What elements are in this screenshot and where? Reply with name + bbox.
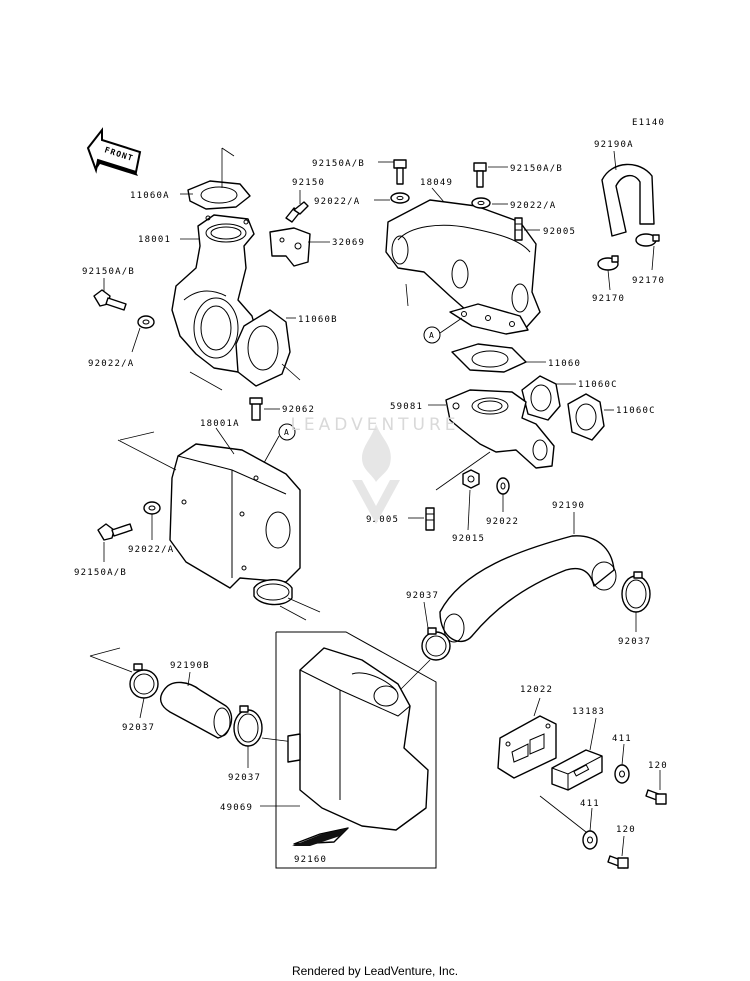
label-92160: 92160 [294, 855, 327, 865]
label-92037-c: 92037 [122, 723, 155, 733]
bolt-92150ab-mid [393, 159, 407, 185]
grate-12022 [497, 715, 557, 779]
elbow-pipe-18001 [171, 214, 259, 391]
clamp-92170-b [597, 255, 619, 271]
washer-411-a [614, 764, 630, 784]
nipple-92005-low [425, 507, 435, 531]
label-18001a: 18001A [200, 419, 240, 429]
washer-92022a-mid [390, 192, 410, 204]
gasket-11060c-b [567, 393, 605, 441]
label-120-b: 120 [616, 825, 636, 835]
block-13183 [551, 749, 603, 791]
washer-92022a-left [137, 315, 155, 329]
diagram-code: E1140 [632, 118, 665, 128]
label-11060b: 11060B [298, 315, 338, 325]
gasket-11060b [235, 309, 301, 387]
label-92037-d: 92037 [228, 773, 261, 783]
label-92037-a: 92037 [618, 637, 651, 647]
label-18001: 18001 [138, 235, 171, 245]
label-92005-top: 92005 [543, 227, 576, 237]
label-411-b: 411 [580, 799, 600, 809]
gasket-11060a [187, 147, 251, 210]
label-120-a: 120 [648, 761, 668, 771]
label-92022a-mid: 92022/A [314, 197, 360, 207]
label-59081: 59081 [390, 402, 423, 412]
label-11060c-a: 11060C [578, 380, 618, 390]
housing-59081 [435, 389, 555, 491]
label-12022: 12022 [520, 685, 553, 695]
bracket-32069 [269, 227, 311, 267]
label-92022a-left: 92022/A [88, 359, 134, 369]
clamp-92170-a [635, 233, 660, 247]
washer-411-b [582, 830, 598, 850]
label-92150ab-mid: 92150A/B [312, 159, 365, 169]
label-11060: 11060 [548, 359, 581, 369]
nipple-92005-top [514, 217, 523, 241]
label-92150: 92150 [292, 178, 325, 188]
label-11060c-b: 11060C [616, 406, 656, 416]
sticker-92160 [292, 827, 349, 846]
clamp-92037-d [233, 705, 263, 747]
manifold-18049 [385, 199, 541, 335]
ref-marker-a-lower-text: A [284, 428, 290, 437]
label-92190b: 92190B [170, 661, 210, 671]
hose-92190a [601, 163, 655, 237]
nut-92015 [462, 469, 480, 489]
hose-92190 [439, 535, 617, 643]
clamp-92037-b [421, 627, 451, 661]
label-49069: 49069 [220, 803, 253, 813]
label-92170-b: 92170 [592, 294, 625, 304]
flame-logo-icon [352, 424, 400, 524]
screw-120-b [607, 855, 629, 869]
muffler-49069 [287, 647, 429, 831]
fitting-92062 [249, 397, 263, 421]
label-92015: 92015 [452, 534, 485, 544]
watermark-text: LEADVENTURE [290, 415, 460, 435]
label-92150ab-right: 92150A/B [510, 164, 563, 174]
label-92022: 92022 [486, 517, 519, 527]
label-411-a: 411 [612, 734, 632, 744]
clamp-92037-c [129, 663, 159, 699]
ref-marker-a-lower [278, 423, 296, 441]
hose-92190b [159, 681, 233, 739]
washer-92022a-right [471, 197, 491, 209]
ref-marker-a-upper [423, 326, 441, 344]
label-13183: 13183 [572, 707, 605, 717]
label-92150ab-left: 92150A/B [82, 267, 135, 277]
bolt-92150ab-right [473, 162, 487, 188]
label-92005-low: 92005 [366, 515, 399, 525]
bolt-92150ab-low [97, 523, 133, 541]
label-11060a: 11060A [130, 191, 170, 201]
bolt-92150ab-left [93, 289, 127, 311]
label-92037-b: 92037 [406, 591, 439, 601]
label-32069: 32069 [332, 238, 365, 248]
ref-marker-a-upper-text: A [429, 331, 435, 340]
label-92190: 92190 [552, 501, 585, 511]
gasket-11060 [451, 343, 527, 373]
label-92022a-right: 92022/A [510, 201, 556, 211]
muffler-frame [275, 631, 437, 869]
footer-credit: Rendered by LeadVenture, Inc. [291, 964, 459, 978]
label-92190a: 92190A [594, 140, 634, 150]
gasket-11060c-a [521, 375, 561, 421]
washer-92022a-low [143, 501, 161, 515]
bolt-92150 [285, 201, 309, 223]
clamp-92037-a [621, 571, 651, 613]
washer-92022 [496, 477, 510, 495]
label-92062: 92062 [282, 405, 315, 415]
screw-120-a [645, 789, 667, 805]
label-18049: 18049 [420, 178, 453, 188]
water-box-18001a [117, 431, 321, 621]
front-arrow-icon [86, 127, 142, 176]
label-92150ab-low: 92150A/B [74, 568, 127, 578]
label-92022a-low: 92022/A [128, 545, 174, 555]
label-92170-a: 92170 [632, 276, 665, 286]
